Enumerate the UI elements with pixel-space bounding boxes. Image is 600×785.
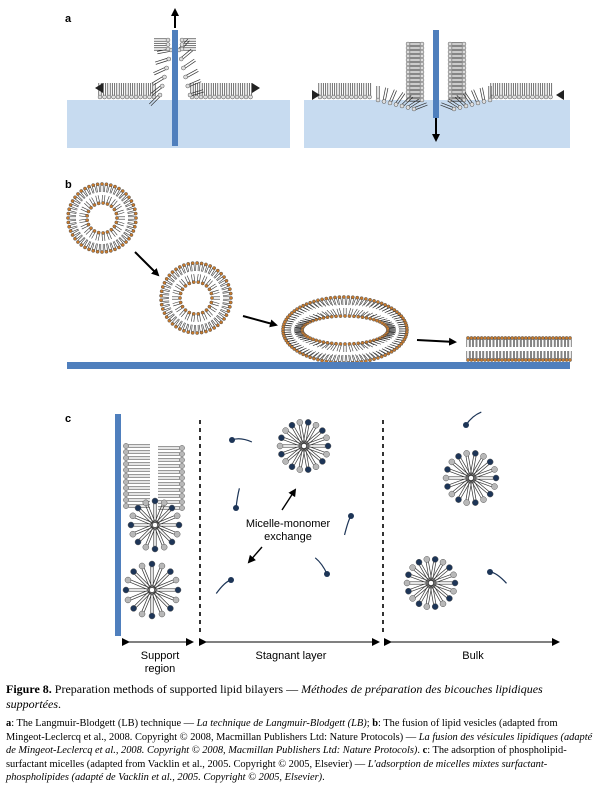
panel-a-label: a: [65, 13, 72, 25]
supported-bilayer-b: [466, 336, 571, 361]
substrate-plate-left: [172, 30, 178, 146]
arrow-b3: [417, 340, 455, 342]
substrate-c: [115, 414, 121, 636]
panel-c-label: c: [65, 413, 71, 425]
caption-title-en: Preparation methods of supported lipid b…: [55, 682, 298, 696]
panel-a-left: [67, 10, 290, 148]
caption-body: a: The Langmuir-Blodgett (LB) technique …: [6, 717, 596, 785]
panel-a-right: [304, 30, 570, 148]
figure-number: Figure 8.: [6, 682, 52, 696]
support-label-line1: Support: [141, 650, 180, 662]
substrate-plate-right: [433, 30, 439, 118]
exchange-label-line2: exchange: [264, 531, 312, 543]
panel-b-vesicles: [66, 182, 408, 364]
caption-title: Figure 8. Preparation methods of support…: [6, 682, 596, 712]
bulk-label: Bulk: [462, 650, 484, 662]
water-trough-left: [67, 100, 290, 148]
figure-illustration: a b c Micelle-monomer exchange Support r…: [0, 0, 600, 680]
arrow-b2: [243, 316, 276, 325]
substrate-b: [67, 362, 570, 369]
barrier-right-2: [556, 90, 564, 100]
exchange-arrow-down: [249, 547, 262, 562]
arrow-b1: [135, 252, 158, 275]
barrier-left-2: [252, 83, 260, 93]
panel-b-label: b: [65, 179, 72, 191]
monomers: [216, 412, 506, 593]
figure-caption: Figure 8. Preparation methods of support…: [6, 682, 596, 785]
caption-a-en: : The Langmuir-Blodgett (LB) technique —: [11, 718, 194, 729]
stagnant-label: Stagnant layer: [256, 650, 327, 662]
caption-a-fr: La technique de Langmuir-Blodgett (LB): [197, 718, 367, 729]
exchange-arrow-up: [282, 490, 295, 510]
support-label-line2: region: [145, 663, 176, 675]
exchange-label-line1: Micelle-monomer: [246, 518, 331, 530]
